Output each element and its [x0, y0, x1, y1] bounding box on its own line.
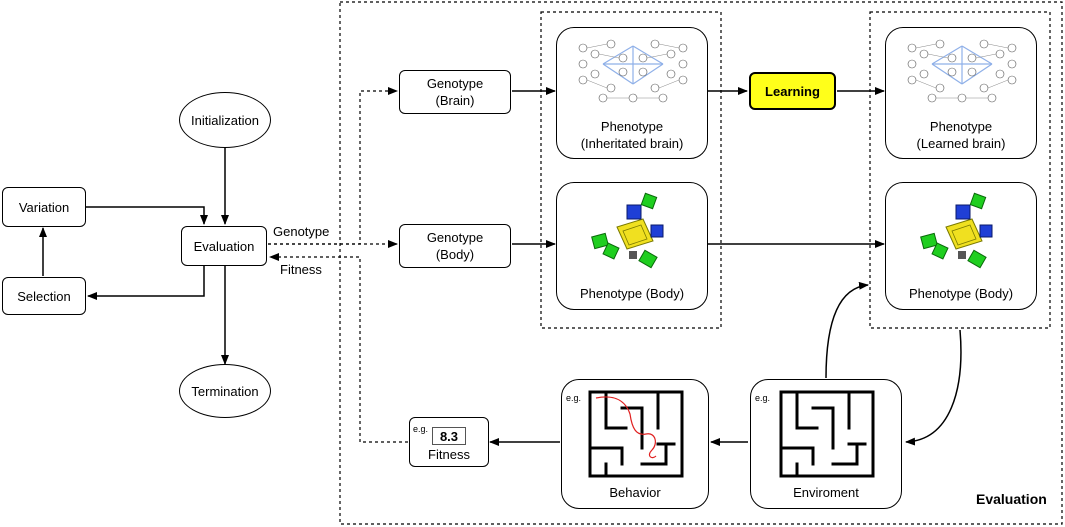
neural-network-image — [907, 39, 1017, 103]
selection-node: Selection — [2, 277, 86, 315]
termination-label: Termination — [191, 383, 259, 399]
initialization-node: Initialization — [179, 92, 271, 148]
phenotype-body-label-1: Phenotype (Body) — [579, 286, 685, 301]
environment-eg-label: e.g. — [755, 393, 771, 403]
selection-label: Selection — [17, 288, 71, 304]
phenotype-body-node-1: Phenotype (Body) — [556, 182, 708, 310]
behavior-label: Behavior — [609, 485, 661, 500]
edge-eval-genotype-brain — [268, 87, 398, 245]
learned-group — [869, 11, 1051, 329]
robot-body-image — [591, 192, 664, 269]
evaluation-node: Evaluation — [181, 226, 267, 266]
genotype-brain-line1: Genotype — [426, 76, 484, 91]
behavior-node: e.g. Behavior — [561, 379, 709, 509]
fitness-eg-label: e.g. — [413, 424, 429, 434]
behavior-eg-label: e.g. — [566, 393, 582, 403]
genotype-brain-node: Genotype (Brain) — [399, 70, 511, 114]
evaluation-region-title: Evaluation — [976, 491, 1047, 507]
variation-node: Variation — [2, 187, 86, 227]
genotype-brain-line2: (Brain) — [435, 93, 475, 108]
genotype-body-line2: (Body) — [435, 247, 475, 262]
robot-body-image — [920, 192, 993, 269]
evaluation-region — [339, 1, 1063, 525]
edge-fitness-eval — [269, 253, 408, 443]
edge-label-genotype: Genotype — [273, 224, 330, 239]
phenotype-inherited-line2: (Inheritated brain) — [580, 136, 684, 151]
learning-label: Learning — [765, 83, 820, 99]
edge-variation-eval — [86, 206, 208, 225]
edge-label-fitness: Fitness — [280, 262, 322, 277]
fitness-label: Fitness — [428, 447, 470, 462]
termination-node: Termination — [179, 364, 271, 418]
phenotype-inherited-node: Phenotype (Inheritated brain) — [556, 27, 708, 159]
genotype-body-line1: Genotype — [426, 230, 484, 245]
genotype-body-node: Genotype (Body) — [399, 224, 511, 268]
variation-label: Variation — [18, 199, 70, 215]
fitness-node: e.g. 8.3 Fitness — [409, 417, 489, 467]
inherited-group — [540, 11, 722, 329]
phenotype-body-label-2: Phenotype (Body) — [908, 286, 1014, 301]
environment-label: Enviroment — [793, 485, 859, 500]
edge-eval-selection — [87, 265, 205, 300]
phenotype-learned-line2: (Learned brain) — [916, 136, 1006, 151]
phenotype-learned-line1: Phenotype — [929, 119, 993, 134]
fitness-value: 8.3 — [432, 427, 466, 445]
maze-image — [779, 390, 875, 478]
evaluation-label: Evaluation — [193, 238, 255, 254]
edge-environment-body — [825, 281, 869, 379]
initialization-label: Initialization — [191, 112, 259, 128]
phenotype-body-node-2: Phenotype (Body) — [885, 182, 1037, 310]
learning-node: Learning — [749, 72, 836, 110]
environment-node: e.g. Enviroment — [750, 379, 902, 509]
maze-with-path-image — [588, 390, 684, 478]
edge-learned-environment — [905, 329, 962, 446]
phenotype-inherited-line1: Phenotype — [600, 119, 664, 134]
neural-network-image — [578, 39, 688, 103]
phenotype-learned-node: Phenotype (Learned brain) — [885, 27, 1037, 159]
